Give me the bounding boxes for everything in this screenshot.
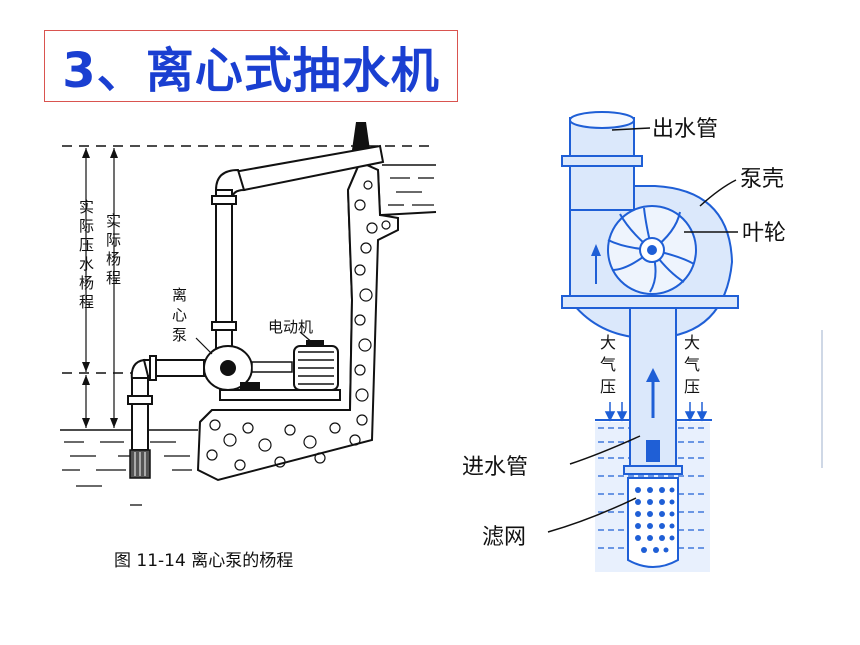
label-filter: 滤网 bbox=[482, 525, 526, 550]
label-actual-lift: 实际杨程 bbox=[106, 212, 121, 287]
label-impeller: 叶轮 bbox=[742, 221, 786, 246]
outlet-pipe bbox=[561, 111, 643, 219]
label-atm-right: 大气压 bbox=[684, 333, 700, 396]
rock-texture bbox=[206, 180, 391, 471]
label-outlet-pipe: 出水管 bbox=[652, 117, 718, 142]
label-atm-left: 大气压 bbox=[600, 333, 616, 396]
lower-water-ripples bbox=[62, 441, 192, 506]
page-title: 3、离心式抽水机 bbox=[62, 43, 440, 99]
leader-lines bbox=[547, 127, 738, 533]
label-actual-suction-head: 实际压 水杨程 bbox=[79, 198, 99, 311]
atm-arrows-right bbox=[684, 402, 708, 422]
discharge-pipe bbox=[211, 144, 385, 351]
filter-screen bbox=[627, 477, 679, 568]
atm-arrows-left bbox=[604, 402, 628, 422]
suction-pipe bbox=[127, 355, 205, 451]
title-box: 3、离心式抽水机 bbox=[44, 30, 458, 102]
centrifugal-pump bbox=[203, 345, 341, 401]
electric-motor bbox=[293, 340, 339, 391]
label-inlet-pipe: 进水管 bbox=[462, 455, 528, 480]
label-pump: 离心泵 bbox=[172, 286, 187, 344]
label-pump-casing: 泵壳 bbox=[740, 167, 784, 192]
left-caption: 图 11-14 离心泵的杨程 bbox=[114, 551, 293, 571]
impeller bbox=[607, 205, 697, 295]
inlet-pipe bbox=[623, 307, 683, 475]
label-motor: 电动机 bbox=[268, 318, 313, 336]
